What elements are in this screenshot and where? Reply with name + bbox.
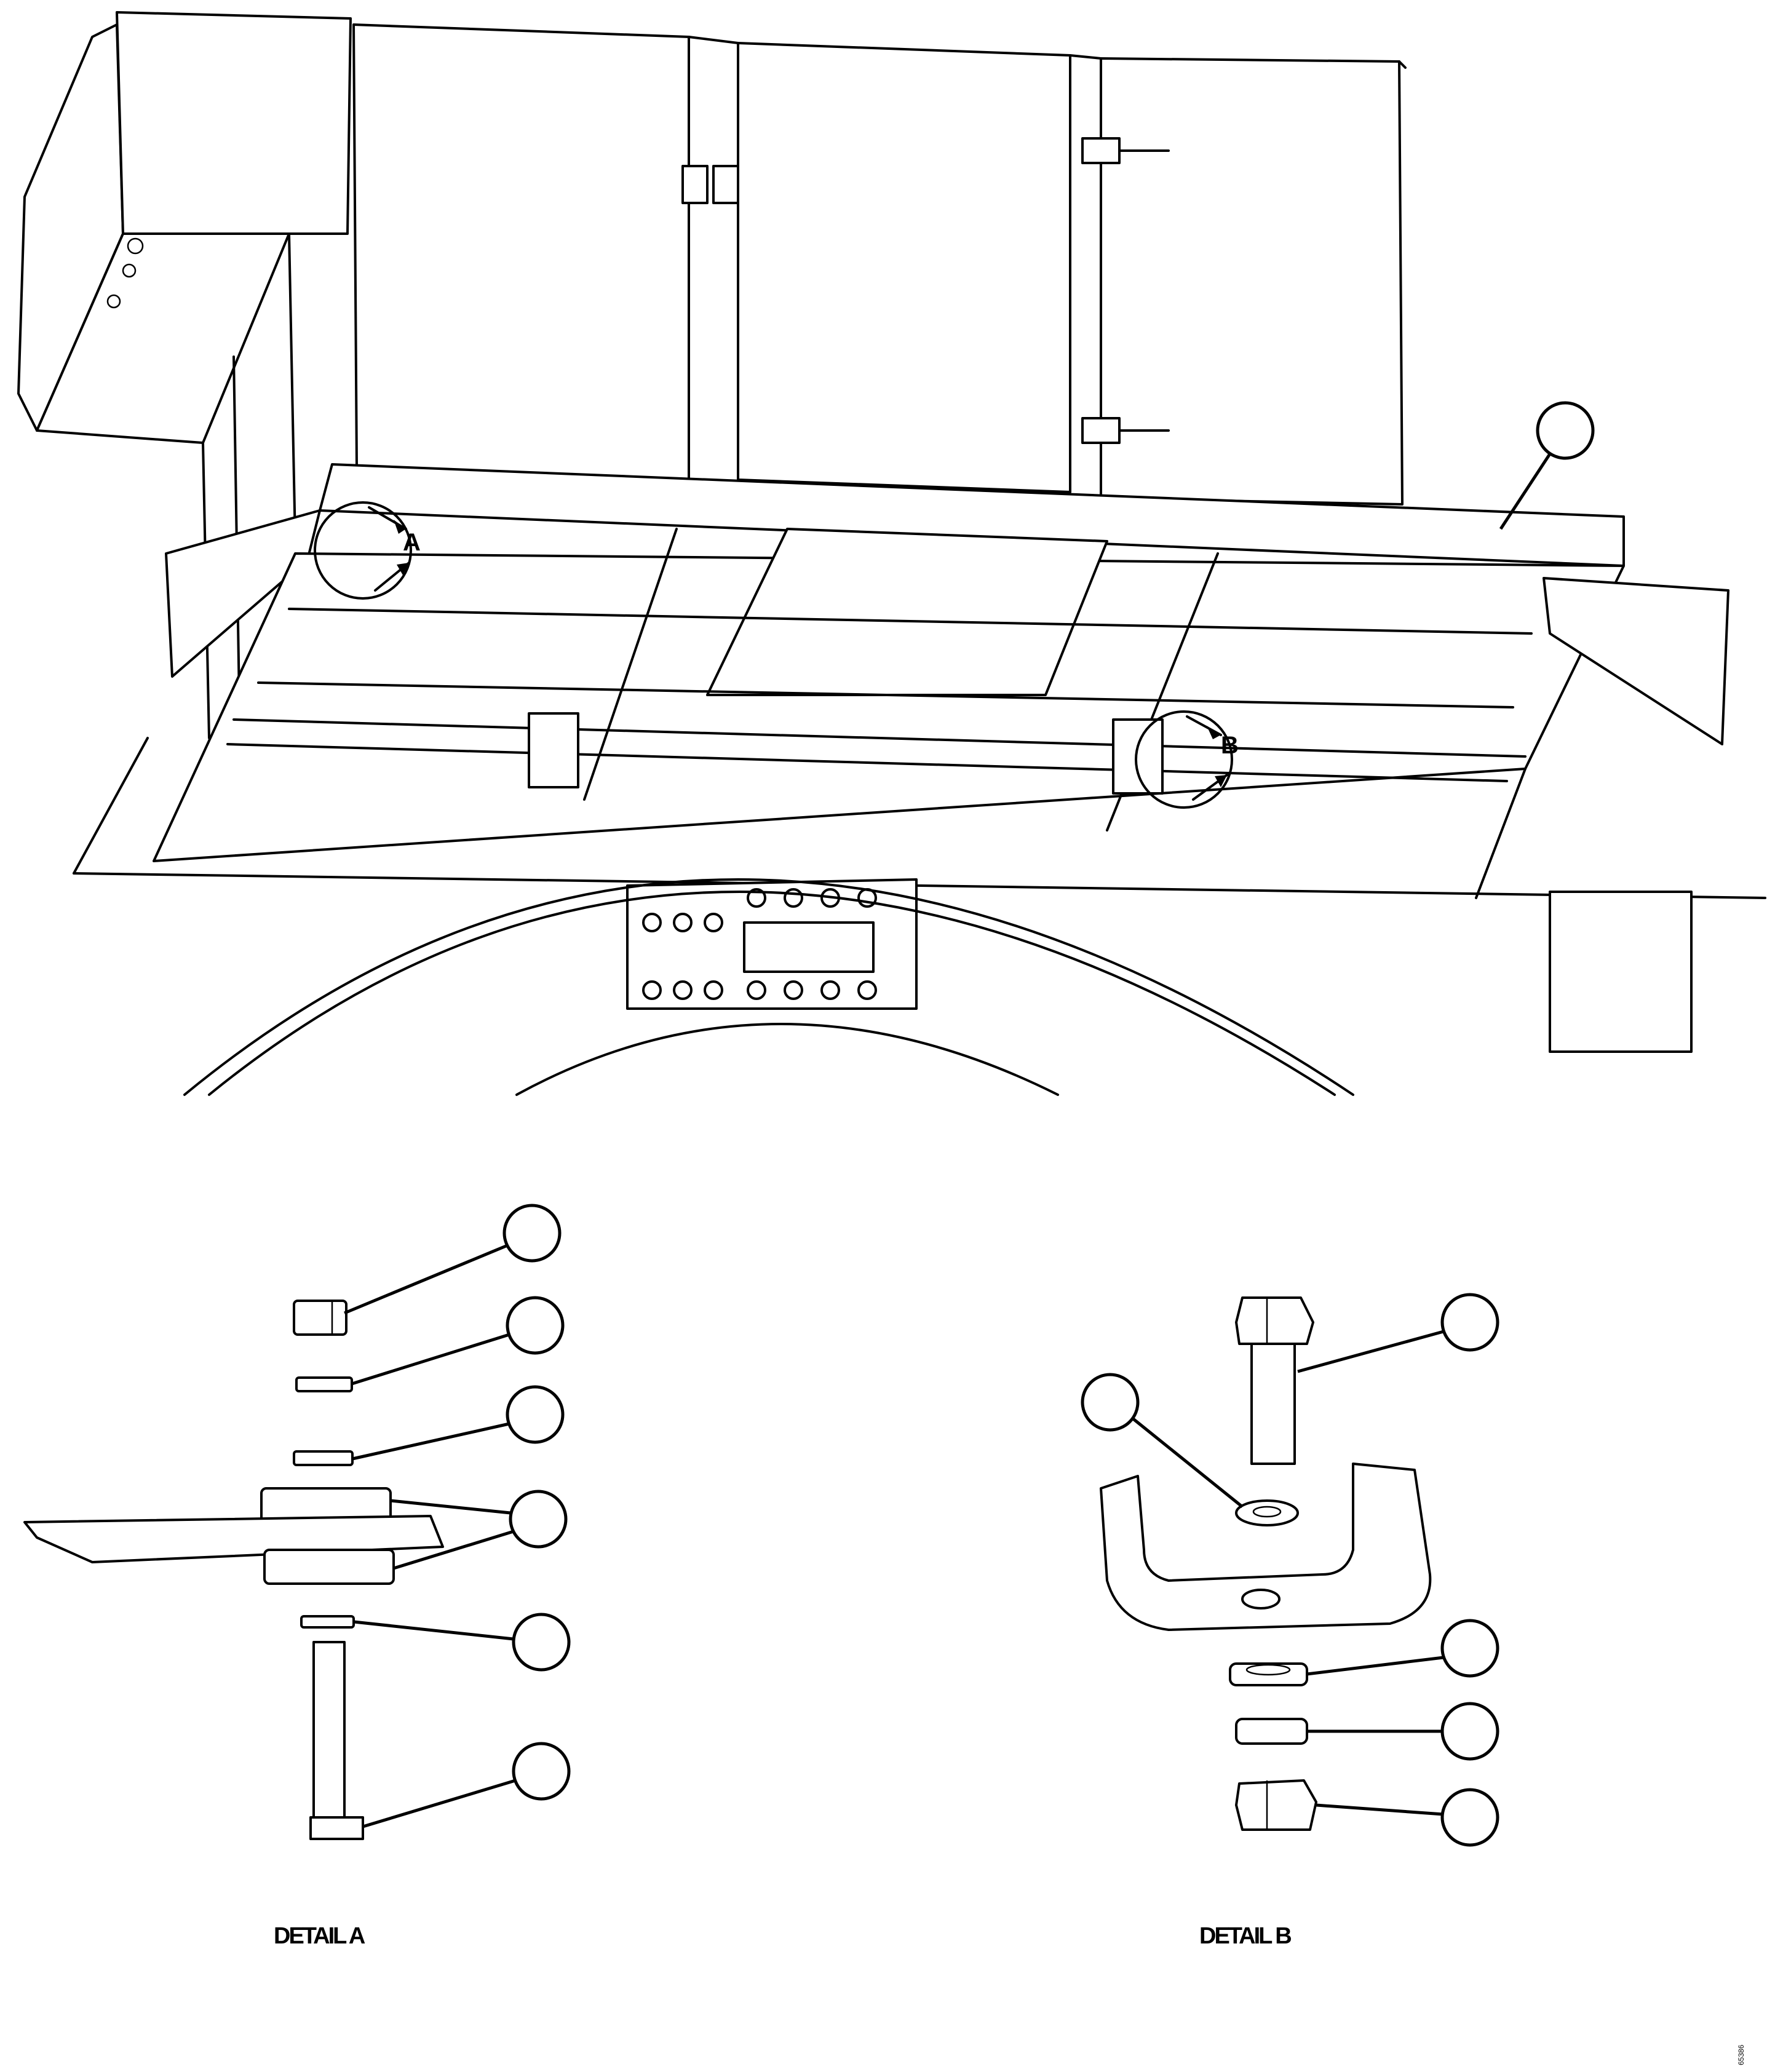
detail-b-nut (1235, 1779, 1317, 1831)
detail-b-flat-washer (1229, 1662, 1308, 1686)
detail-a-bolt (309, 1641, 364, 1840)
detail-b-view: DETAIL B (1081, 1293, 1499, 1949)
left-toolbox (17, 11, 352, 739)
detail-a-title: DETAIL A (274, 1923, 365, 1949)
detail-a-nut (293, 1300, 347, 1336)
lower-frame (528, 712, 1693, 1053)
cab-panels (352, 23, 1407, 506)
deck-frame (73, 509, 1766, 899)
turntable-ring (183, 878, 1354, 1096)
detail-b-washer-top (1235, 1499, 1299, 1526)
detail-a-callout-label: A (403, 529, 421, 556)
detail-b-callout: B (1135, 710, 1239, 809)
detail-a-bracket (23, 1487, 444, 1585)
detail-a-washer-1 (295, 1376, 353, 1392)
detail-b-callout-label: B (1221, 732, 1239, 759)
drawing-reference-number: 65386 (1737, 2044, 1745, 2065)
main-item-balloon (1499, 401, 1595, 530)
detail-b-bolt (1235, 1296, 1314, 1465)
detail-a-view: DETAIL A (23, 1204, 571, 1949)
detail-a-washer-2 (293, 1450, 354, 1466)
detail-b-title: DETAIL B (1199, 1923, 1291, 1949)
detail-a-balloons (344, 1204, 571, 1828)
detail-b-bracket (1100, 1463, 1432, 1631)
detail-b-lock-washer (1235, 1718, 1308, 1745)
detail-b-balloons (1081, 1293, 1499, 1847)
detail-a-callout: A (314, 501, 421, 600)
main-assembly-view: A B (17, 11, 1766, 1096)
detail-a-washer-3 (300, 1615, 355, 1629)
